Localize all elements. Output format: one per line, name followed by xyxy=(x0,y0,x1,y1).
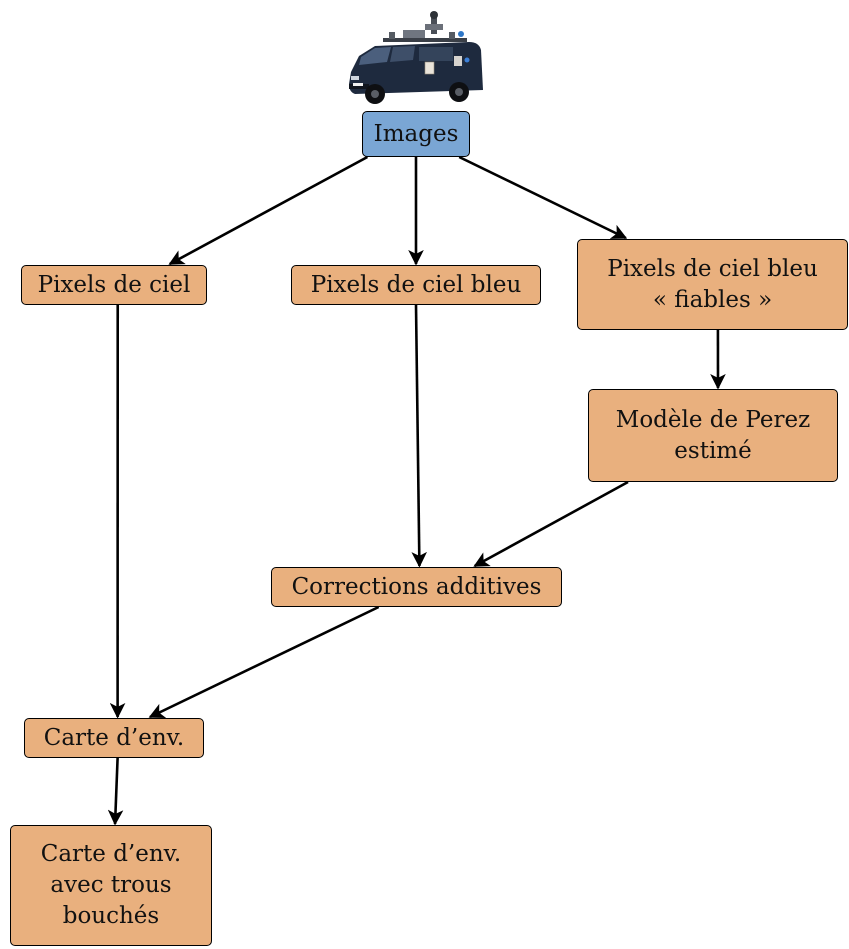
node-pixels-de-ciel-label: Pixels de ciel xyxy=(37,271,191,298)
node-pixels-de-ciel-bleu-label: Pixels de ciel bleu xyxy=(310,271,522,298)
van-icon xyxy=(349,11,483,104)
node-pixels-fiables-label: Pixels de ciel bleu « fiables » xyxy=(607,255,818,313)
node-carte-env: Carte d’env. xyxy=(24,718,204,758)
node-corrections-additives: Corrections additives xyxy=(271,567,562,607)
node-images-label: Images xyxy=(373,120,459,147)
node-pixels-de-ciel-bleu: Pixels de ciel bleu xyxy=(291,265,541,305)
node-pixels-de-ciel: Pixels de ciel xyxy=(21,265,207,305)
node-images: Images xyxy=(362,111,470,157)
node-carte-env-trous-bouches-label: Carte d’env. avec trous bouchés xyxy=(40,841,182,929)
arrow-modele-perez-to-corrections xyxy=(473,480,629,568)
arrow-pixels-ciel-bleu-to-corrections xyxy=(411,304,428,568)
node-carte-env-trous-bouches: Carte d’env. avec trous bouchés xyxy=(10,825,212,946)
arrow-carte-env-to-carte-env-trous xyxy=(107,757,124,826)
arrow-images-to-pixels-ciel xyxy=(168,155,369,266)
node-modele-de-perez-label: Modèle de Perez estimé xyxy=(615,406,811,464)
arrow-corrections-to-carte-env xyxy=(148,605,380,719)
node-corrections-additives-label: Corrections additives xyxy=(291,573,542,600)
node-carte-env-label: Carte d’env. xyxy=(43,724,185,751)
node-modele-de-perez: Modèle de Perez estimé xyxy=(588,389,838,482)
arrow-images-to-pixels-fiables xyxy=(458,155,628,240)
node-pixels-fiables: Pixels de ciel bleu « fiables » xyxy=(577,239,848,330)
